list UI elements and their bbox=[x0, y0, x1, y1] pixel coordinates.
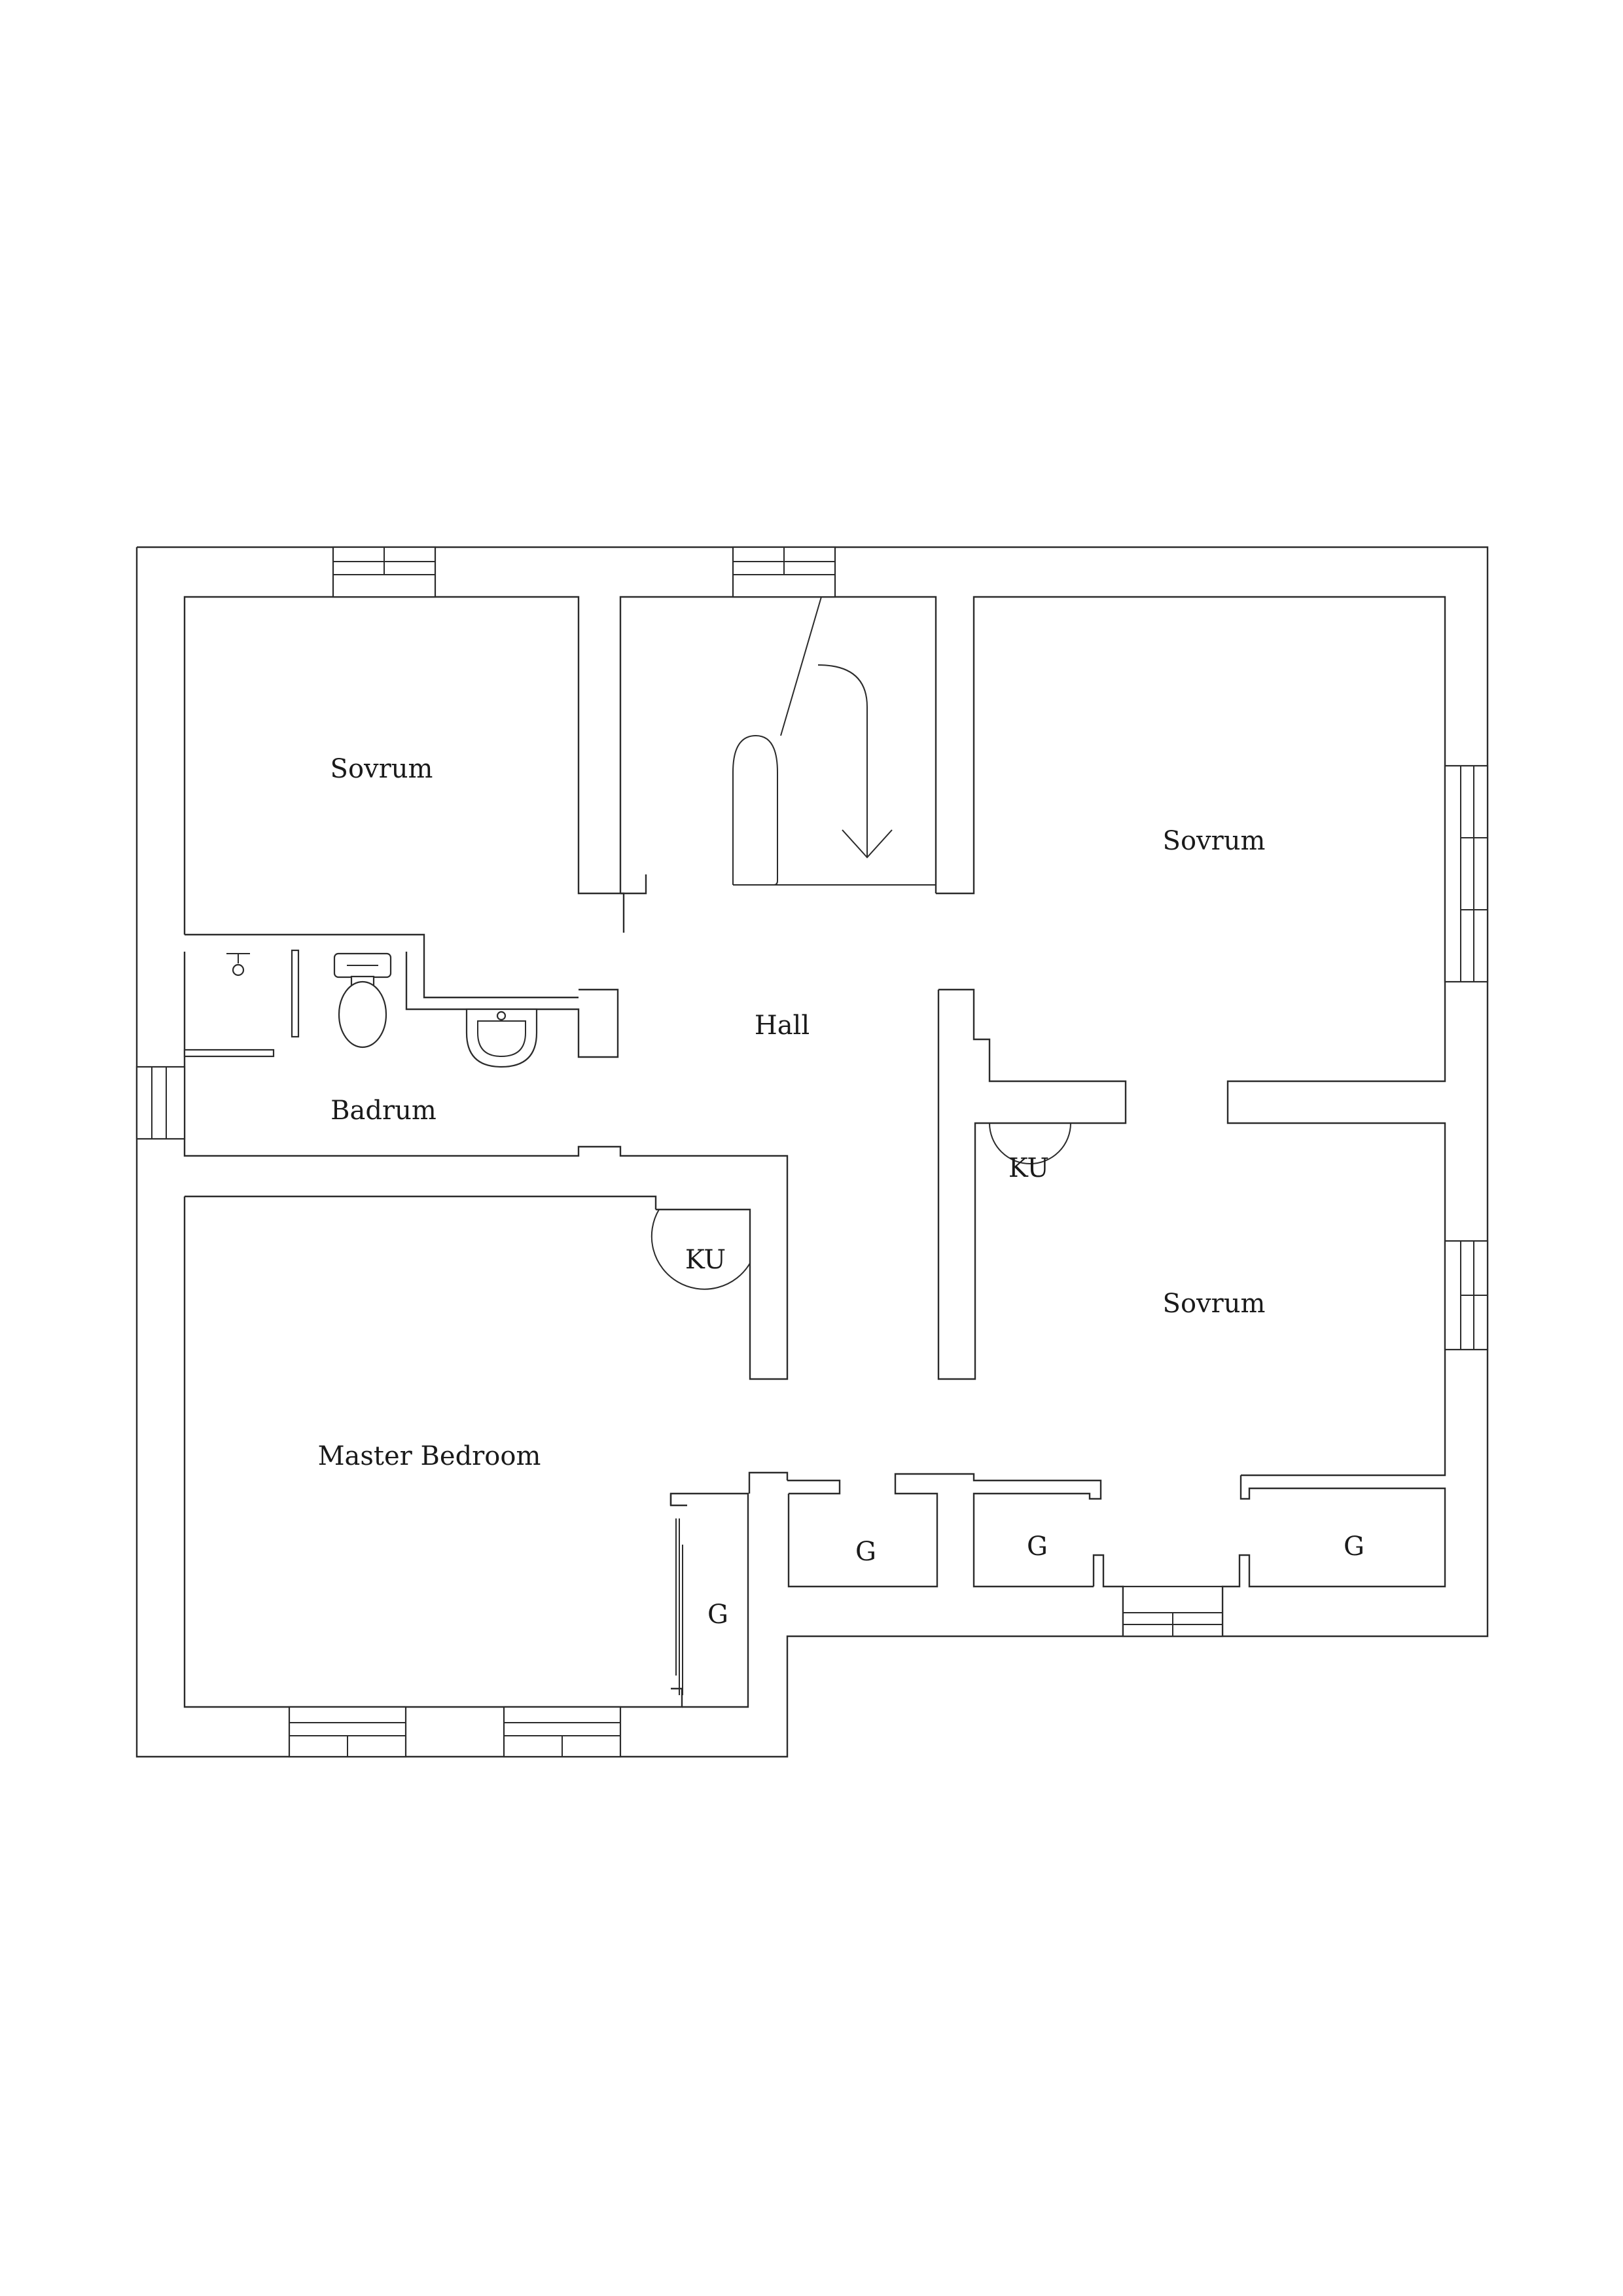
shower-wall bbox=[291, 949, 300, 1038]
window-top-left bbox=[332, 546, 437, 598]
window-bottom-master-1 bbox=[288, 1706, 407, 1758]
room-label-sovrum-right-lower: Sovrum bbox=[1163, 1289, 1266, 1319]
stair-arrow-down-icon bbox=[817, 664, 893, 859]
closet-doors bbox=[651, 1122, 1071, 1695]
closet-label-g-2: G bbox=[1027, 1532, 1048, 1562]
closet-label-g-master: G bbox=[707, 1600, 728, 1630]
ku-bedroom-door-arc bbox=[989, 1122, 1071, 1164]
window-top-stair bbox=[732, 546, 836, 598]
window-right-upper bbox=[1444, 764, 1489, 983]
room-label-sovrum-right-upper: Sovrum bbox=[1163, 826, 1266, 856]
window-right-lower bbox=[1444, 1240, 1489, 1351]
stair-break-line bbox=[780, 596, 822, 736]
closet-label-g-1: G bbox=[855, 1537, 876, 1567]
window-left-bathroom bbox=[135, 1066, 186, 1140]
window-bottom-master-2 bbox=[503, 1706, 622, 1758]
ku-master-door-arc bbox=[651, 1209, 751, 1290]
closet-label-g-3: G bbox=[1344, 1532, 1364, 1562]
closet-label-ku-bedroom: KU bbox=[1008, 1153, 1049, 1183]
windows bbox=[135, 546, 1489, 1758]
room-label-sovrum-top-left: Sovrum bbox=[330, 754, 433, 784]
staircase bbox=[732, 596, 893, 886]
bathroom-fixtures bbox=[183, 949, 538, 1068]
shower-screen bbox=[183, 1049, 275, 1058]
room-labels: Sovrum Sovrum Sovrum Hall Badrum Master … bbox=[318, 754, 1364, 1630]
room-label-master-bedroom: Master Bedroom bbox=[318, 1441, 541, 1471]
room-label-hall: Hall bbox=[755, 1011, 810, 1041]
wardrobe-sliding-door bbox=[675, 1518, 683, 1695]
closet-label-ku-master: KU bbox=[685, 1245, 726, 1275]
sink-icon bbox=[465, 1008, 538, 1068]
room-label-badrum: Badrum bbox=[330, 1096, 437, 1126]
shower-icon bbox=[226, 953, 250, 977]
exterior-walls bbox=[135, 546, 1489, 1758]
toilet-icon bbox=[333, 952, 392, 1049]
window-bottom-right bbox=[1122, 1585, 1224, 1638]
interior-walls bbox=[183, 596, 1446, 1708]
